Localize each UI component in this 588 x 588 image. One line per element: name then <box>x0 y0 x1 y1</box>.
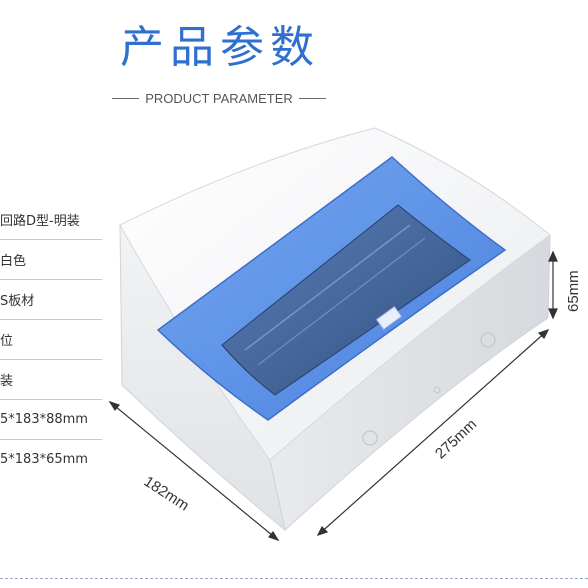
subtitle-left-line <box>112 97 140 99</box>
knockout-hole <box>480 332 496 348</box>
din-rail-line <box>244 224 411 351</box>
dim-arrow <box>108 400 121 412</box>
spec-row-model: 回路D型-明装 <box>0 200 102 240</box>
dim-arrow <box>548 308 558 320</box>
knockout-hole <box>362 430 378 446</box>
spec-value: 5*183*65mm <box>0 452 88 467</box>
spec-value: 5*183*88mm <box>0 412 88 427</box>
knockout-hole <box>433 386 441 394</box>
dim-arrow <box>548 250 558 262</box>
spec-value: S板材 <box>0 294 35 309</box>
dimension-label-height: 65mm <box>565 270 582 312</box>
spec-value: 白色 <box>0 254 27 269</box>
dim-line-182 <box>109 401 279 541</box>
spec-value: 位 <box>0 334 14 349</box>
bottom-divider <box>0 578 588 579</box>
spec-row-size-outer: 5*183*88mm <box>0 400 102 440</box>
spec-value: 回路D型-明装 <box>0 214 80 229</box>
spec-list: 回路D型-明装 白色 S板材 位 装 5*183*88mm 5*183*65mm <box>0 200 102 479</box>
spec-row-positions: 位 <box>0 320 102 360</box>
subtitle-group: PRODUCT PARAMETER <box>112 88 326 108</box>
din-rail-line <box>257 237 426 366</box>
dimension-lines <box>108 250 558 542</box>
page-subtitle: PRODUCT PARAMETER <box>145 90 293 106</box>
cover-latch <box>375 305 403 331</box>
spec-row-install: 装 <box>0 360 102 400</box>
subtitle-right-line <box>298 97 326 99</box>
box-front-face <box>119 223 286 532</box>
spec-row-color: 白色 <box>0 240 102 280</box>
spec-row-material: S板材 <box>0 280 102 320</box>
dim-arrow <box>267 530 280 542</box>
dim-line-275 <box>317 329 549 536</box>
spec-value: 装 <box>0 374 14 389</box>
dim-arrow <box>537 328 550 340</box>
page-title: 产品参数 <box>120 22 320 73</box>
dim-arrow <box>316 525 329 537</box>
spec-row-size-inner: 5*183*65mm <box>0 440 102 479</box>
